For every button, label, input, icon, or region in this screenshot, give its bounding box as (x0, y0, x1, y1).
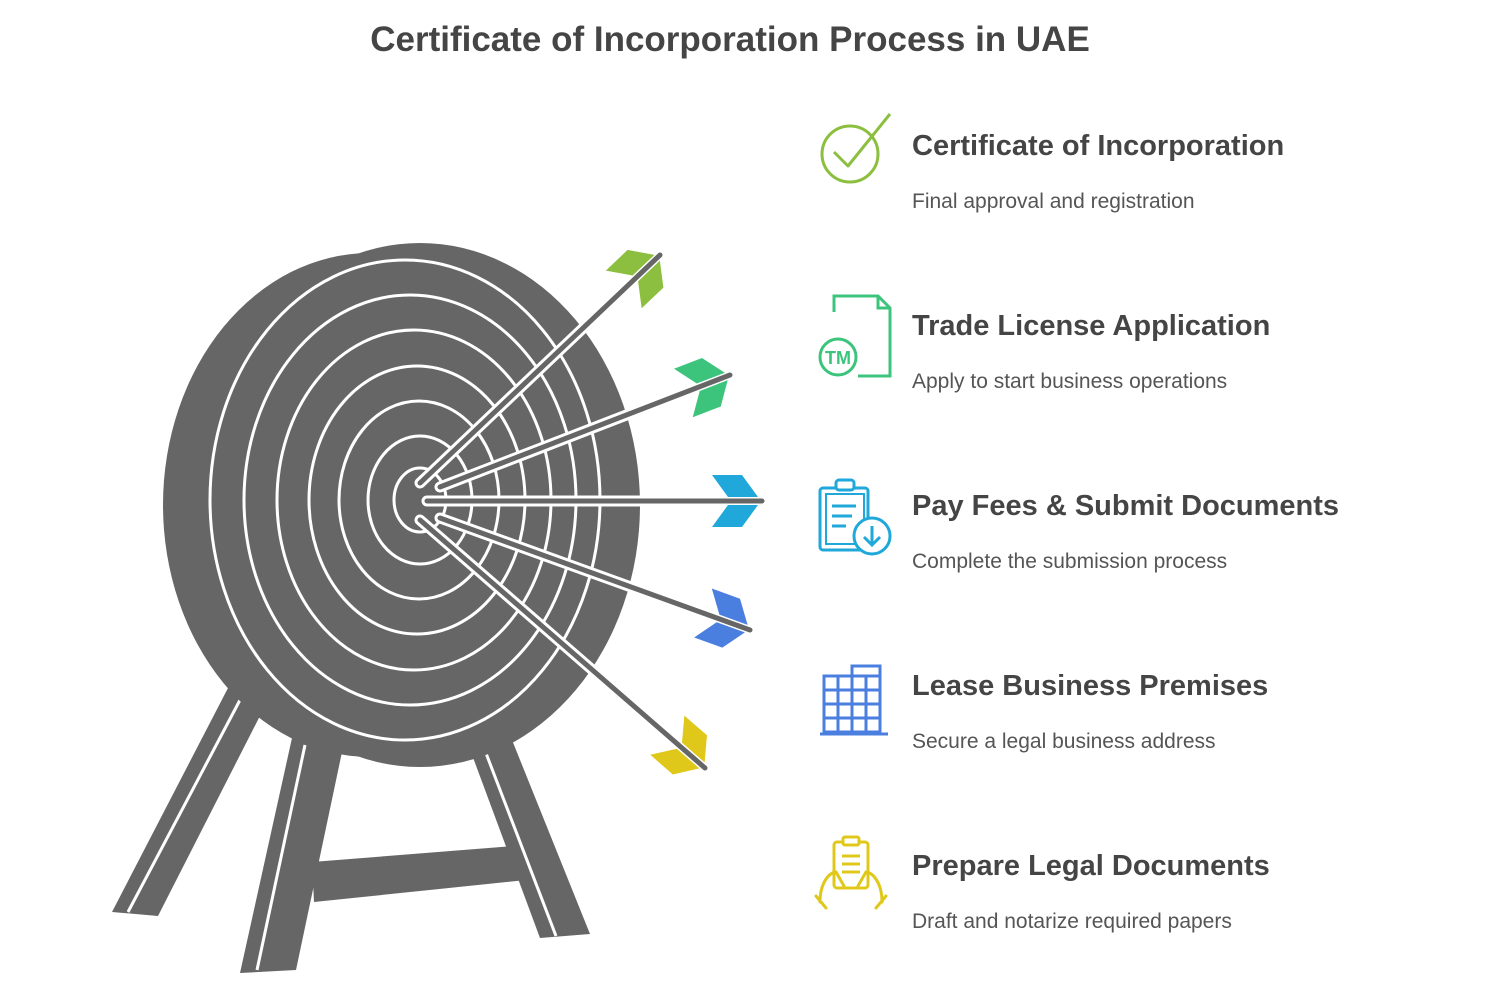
archery-target-illustration (112, 243, 768, 973)
target-stand (112, 688, 590, 973)
process-step: Certificate of Incorporation Final appro… (812, 112, 1462, 232)
step-description: Apply to start business operations (912, 370, 1228, 393)
arrow-fletching (650, 715, 707, 775)
arrow (414, 249, 666, 489)
step-title: Trade License Application (912, 310, 1271, 342)
arrow (434, 512, 756, 648)
building-icon (820, 664, 888, 736)
arrow-fletching (712, 475, 758, 527)
step-title: Prepare Legal Documents (912, 850, 1270, 882)
arrow-fletching (694, 588, 748, 648)
step-description: Draft and notarize required papers (912, 910, 1232, 933)
process-step: Pay Fees & Submit Documents Complete the… (812, 472, 1462, 592)
arrow (414, 514, 711, 775)
step-description: Complete the submission process (912, 550, 1228, 573)
arrow-fletching (605, 249, 664, 309)
svg-text:TM: TM (825, 348, 851, 368)
step-description: Secure a legal business address (912, 730, 1216, 753)
step-title: Lease Business Premises (912, 670, 1269, 702)
page-title: Certificate of Incorporation Process in … (370, 20, 1090, 59)
step-description: Final approval and registration (912, 190, 1195, 213)
process-step: Prepare Legal Documents Draft and notari… (812, 832, 1462, 952)
arrow (434, 357, 736, 493)
step-title: Certificate of Incorporation (912, 130, 1285, 162)
process-step: TM Trade License Application Apply to st… (812, 292, 1462, 412)
hands-document-icon (814, 835, 888, 910)
arrow-fletching (673, 357, 728, 418)
arrow (421, 475, 768, 527)
clipboard-download-icon (818, 478, 892, 556)
step-title: Pay Fees & Submit Documents (912, 490, 1340, 522)
trademark-document-icon: TM (818, 294, 892, 378)
process-step: Lease Business Premises Secure a legal b… (812, 652, 1462, 772)
check-circle-icon (820, 113, 892, 184)
